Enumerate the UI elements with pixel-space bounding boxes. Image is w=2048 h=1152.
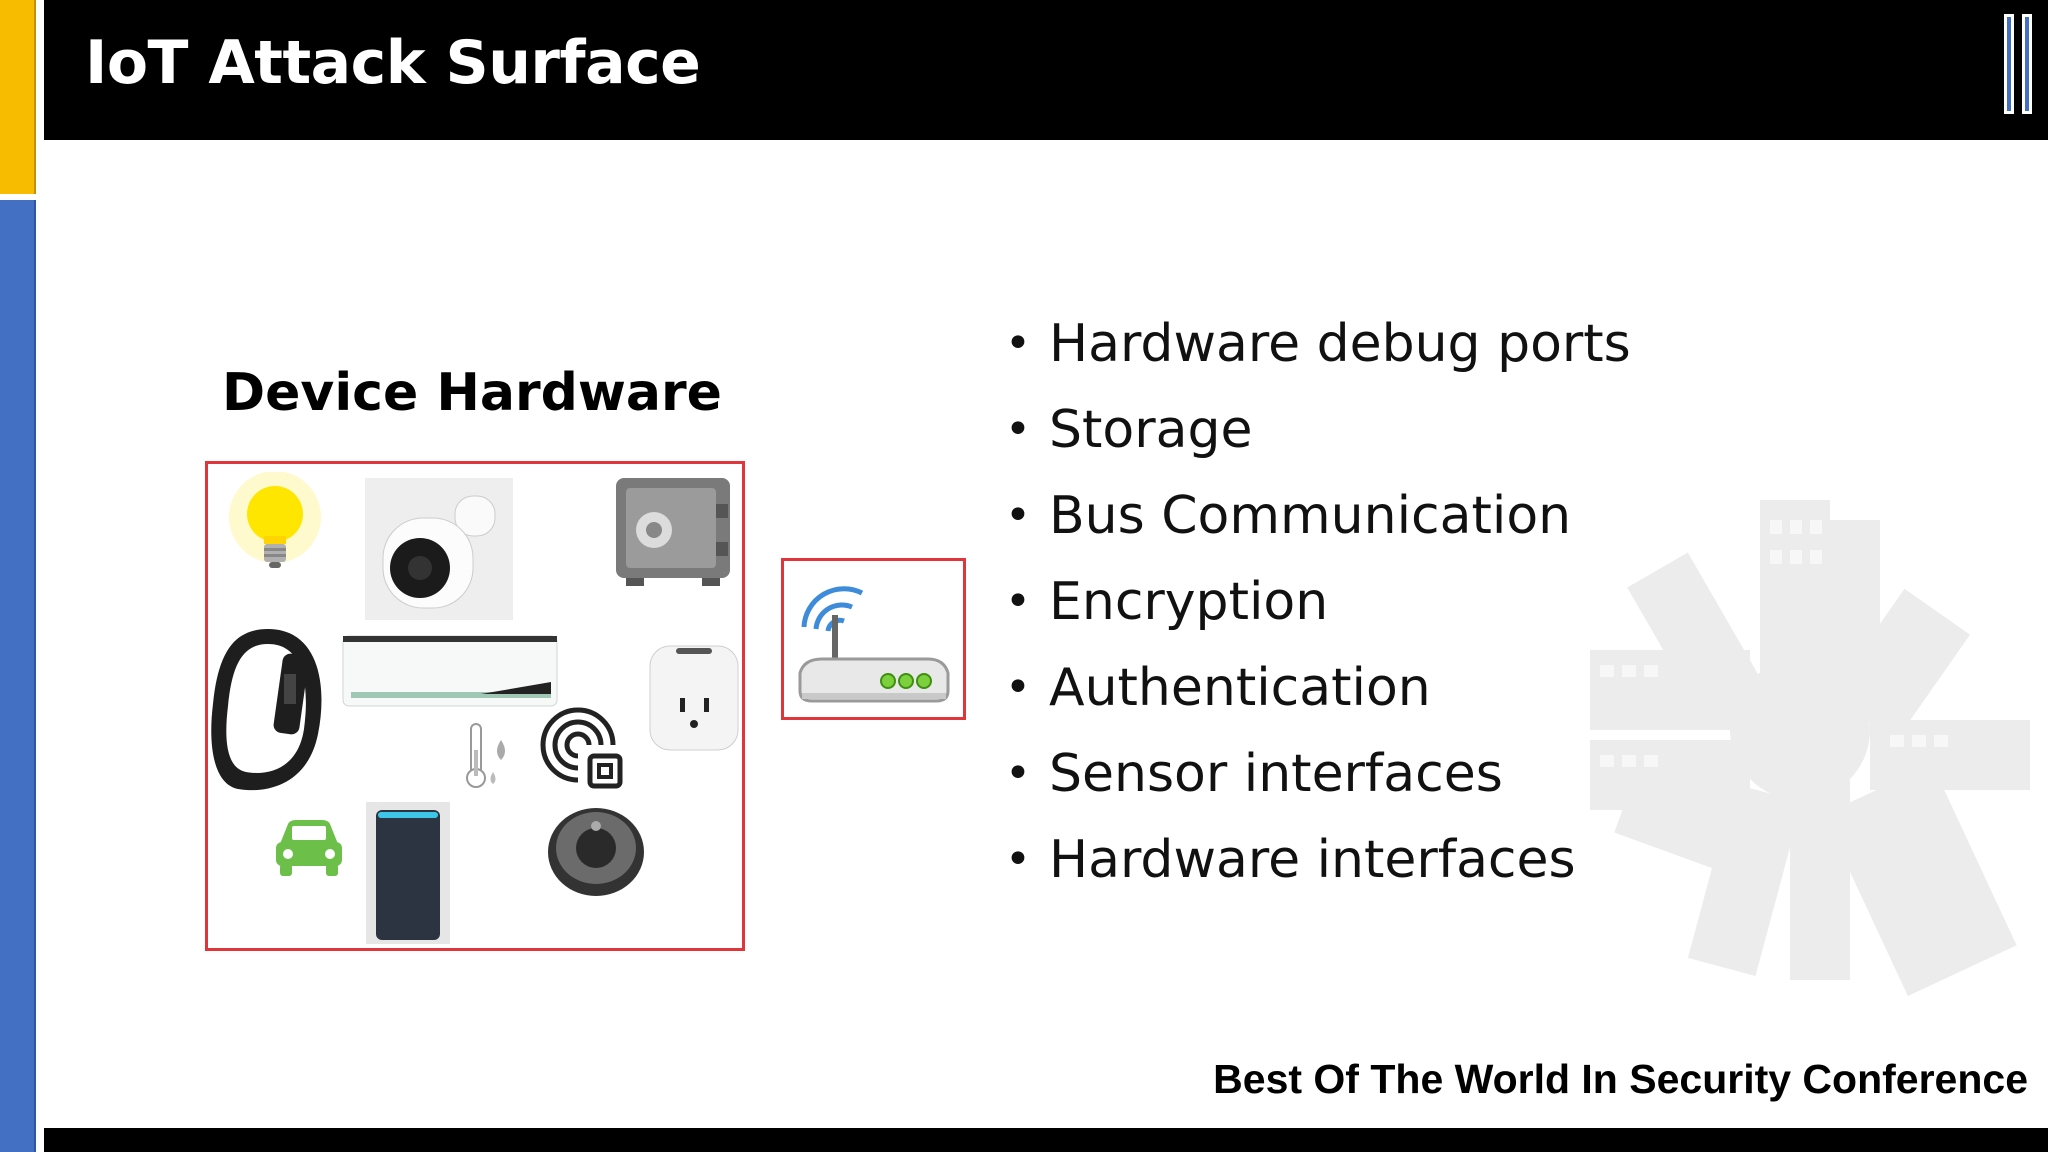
bullet-text: Hardware debug ports xyxy=(1049,314,1631,374)
bullet-glyph: • xyxy=(1005,404,1031,455)
bullet-text: Authentication xyxy=(1049,658,1431,718)
slide-title: IoT Attack Surface xyxy=(85,28,701,98)
bullet-item: • Storage xyxy=(1005,394,1631,480)
bullet-glyph: • xyxy=(1005,318,1031,369)
bullet-text: Sensor interfaces xyxy=(1049,744,1503,804)
router-box xyxy=(781,558,966,720)
section-heading: Device Hardware xyxy=(222,363,722,423)
bullet-item: • Hardware debug ports xyxy=(1005,308,1631,394)
bullet-glyph: • xyxy=(1005,748,1031,799)
city-watermark-icon xyxy=(1590,500,2030,996)
title-bar xyxy=(44,0,2048,140)
smart-speaker-icon xyxy=(366,802,450,944)
conference-logo-icon xyxy=(2004,14,2032,114)
bullet-glyph: • xyxy=(1005,490,1031,541)
fitness-band-icon xyxy=(211,629,322,791)
safe-icon xyxy=(616,478,730,586)
bullet-item: • Authentication xyxy=(1005,652,1631,738)
accent-strip-gap xyxy=(0,194,36,200)
bullet-item: • Sensor interfaces xyxy=(1005,738,1631,824)
accent-strip-yellow xyxy=(0,0,36,194)
wifi-router-icon xyxy=(798,586,950,703)
accent-strip-blue xyxy=(0,200,36,1152)
bullet-glyph: • xyxy=(1005,662,1031,713)
security-camera-icon xyxy=(365,478,513,620)
bullet-glyph: • xyxy=(1005,576,1031,627)
bullet-glyph: • xyxy=(1005,834,1031,885)
light-bulb-icon xyxy=(229,472,321,568)
bullet-text: Storage xyxy=(1049,400,1253,460)
bullet-item: • Encryption xyxy=(1005,566,1631,652)
bullet-list: • Hardware debug ports • Storage • Bus Comm… xyxy=(1005,308,1631,910)
smart-plug-icon xyxy=(649,645,739,751)
bullet-text: Encryption xyxy=(1049,572,1329,632)
device-collage xyxy=(205,461,745,951)
car-icon xyxy=(276,820,342,876)
conference-footer: Best Of The World In Security Conference xyxy=(1213,1056,2028,1102)
thermostat-sensor-icon xyxy=(466,723,505,788)
air-conditioner-icon xyxy=(342,635,558,707)
nfc-tag-icon xyxy=(540,707,623,789)
bullet-item: • Bus Communication xyxy=(1005,480,1631,566)
bullet-text: Hardware interfaces xyxy=(1049,830,1576,890)
robot-vacuum-icon xyxy=(548,808,644,896)
bullet-text: Bus Communication xyxy=(1049,486,1572,546)
bottom-bar xyxy=(44,1128,2048,1152)
bullet-item: • Hardware interfaces xyxy=(1005,824,1631,910)
